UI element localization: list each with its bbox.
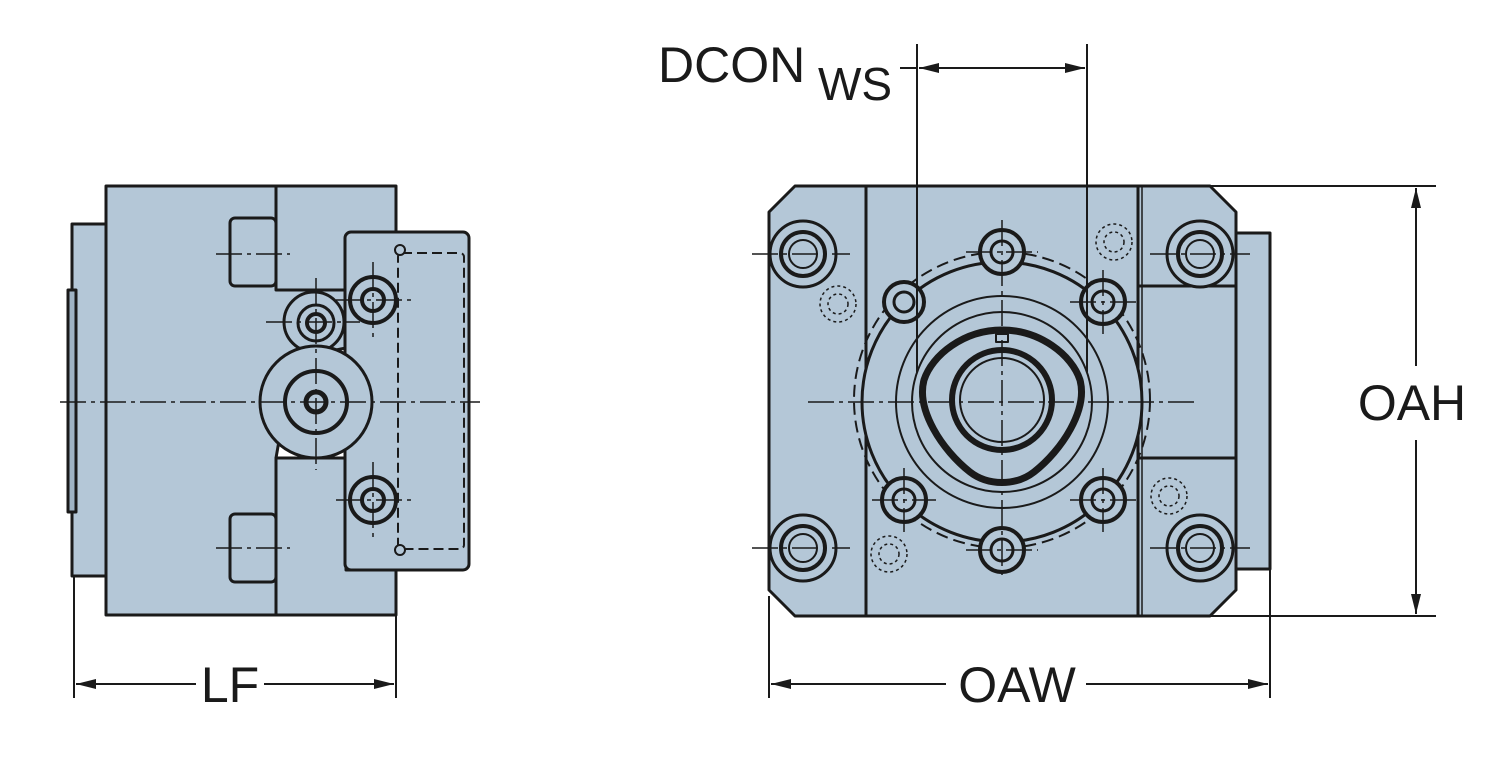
side-bolt-head-top bbox=[228, 216, 278, 288]
front-hidden-hole-3 bbox=[1150, 477, 1188, 515]
dimension-lines bbox=[73, 44, 1436, 698]
side-clamp-pin-bottom bbox=[394, 544, 406, 556]
front-flange-bolt-ul bbox=[882, 280, 926, 324]
side-center-lines bbox=[60, 253, 480, 549]
dcon-label: DCON bbox=[658, 37, 805, 93]
oaw-label: OAW bbox=[958, 657, 1076, 713]
front-flange-disc bbox=[853, 251, 1151, 549]
lf-label: LF bbox=[201, 657, 259, 713]
front-right-protrusion bbox=[1234, 231, 1272, 571]
side-clamp-pin-top bbox=[394, 244, 406, 256]
front-view bbox=[767, 184, 1272, 618]
front-hidden-hole-4 bbox=[870, 535, 908, 573]
front-hidden-hole-1 bbox=[819, 285, 857, 323]
front-center-lines bbox=[752, 220, 1250, 580]
front-hidden-hole-2 bbox=[1095, 223, 1133, 261]
dcon-subscript: WS bbox=[818, 58, 892, 110]
side-flange-strip bbox=[66, 288, 78, 514]
side-view bbox=[66, 184, 471, 617]
oah-label: OAH bbox=[1358, 375, 1466, 431]
